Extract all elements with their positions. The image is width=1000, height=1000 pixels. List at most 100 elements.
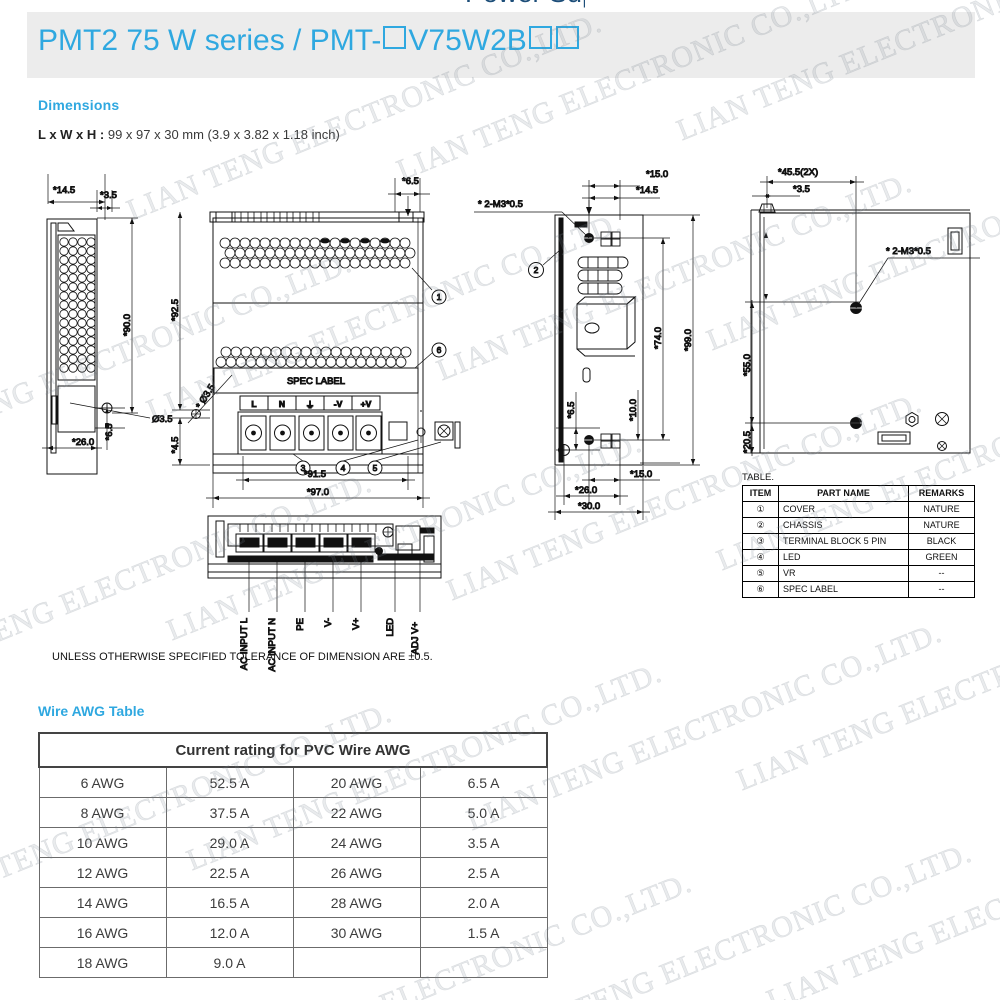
callout-2: 2 bbox=[534, 265, 539, 275]
callout-4: 4 bbox=[341, 463, 346, 473]
label-view4-d55: *55.0 bbox=[742, 354, 753, 376]
label-view2-dia3-5: * Ø3.5 bbox=[194, 382, 218, 411]
parts-table-header-row: ITEM PART NAME REMARKS bbox=[742, 485, 975, 502]
model-code-box-1 bbox=[383, 26, 407, 49]
label-view4-d3-5: *3.5 bbox=[793, 184, 810, 195]
label-view3-d15-bottom: *15.0 bbox=[630, 469, 652, 480]
pin-label-v-minus: V- bbox=[323, 618, 334, 627]
label-view4-d45-5: *45.5(2X) bbox=[778, 167, 818, 178]
awg-current-a: 22.5 A bbox=[165, 857, 294, 888]
drawings-svg: *14.5 *3.5 *90.0 *26.0 *6.5 Ø3.5 bbox=[42, 167, 980, 672]
parts-table-caption: TABLE. bbox=[742, 472, 775, 483]
awg-current-b: 3.5 A bbox=[419, 827, 548, 858]
section-heading-wire-awg: Wire AWG Table bbox=[38, 703, 145, 719]
section-heading-dimensions: Dimensions bbox=[38, 97, 120, 113]
drawing-view-side-profile: 2 bbox=[474, 169, 700, 520]
parts-item: ② bbox=[742, 517, 779, 534]
awg-current-a: 12.0 A bbox=[165, 917, 294, 948]
drawing-view-front: SPEC LABEL L N ⏚ -V +V bbox=[170, 176, 461, 508]
pin-label-pe: PE bbox=[295, 618, 306, 631]
dimension-lwh-line: L x W x H : 99 x 97 x 30 mm (3.9 x 3.82 … bbox=[38, 127, 340, 142]
dimension-lwh-value: 99 x 97 x 30 mm (3.9 x 3.82 x 1.18 inch) bbox=[107, 127, 340, 142]
pin-label-v-plus: V+ bbox=[351, 618, 362, 630]
spec-label-text: SPEC LABEL bbox=[287, 376, 345, 387]
awg-current-b: 2.5 A bbox=[419, 857, 548, 888]
awg-current-a: 29.0 A bbox=[165, 827, 294, 858]
terminal-label-plus-v: +V bbox=[361, 399, 372, 409]
header-band bbox=[27, 12, 975, 78]
parts-table-container: TABLE. ITEM PART NAME REMARKS ① COVER NA… bbox=[742, 472, 975, 598]
table-row: ④ LED GREEN bbox=[742, 549, 975, 566]
awg-gauge-b: 26 AWG bbox=[292, 857, 421, 888]
parts-table: ITEM PART NAME REMARKS ① COVER NATURE ② … bbox=[742, 485, 975, 598]
callout-5: 5 bbox=[373, 463, 378, 473]
watermark-text: LIAN TENG ELECTRONIC CO.,LTD. bbox=[762, 796, 1000, 1000]
awg-current-a: 9.0 A bbox=[165, 947, 294, 978]
label-view4-d20-5: *20.5 bbox=[742, 431, 753, 453]
parts-remarks: -- bbox=[908, 581, 975, 598]
parts-col-part-name: PART NAME bbox=[778, 485, 909, 502]
parts-name: VR bbox=[778, 565, 909, 582]
parts-name: CHASSIS bbox=[778, 517, 909, 534]
terminal-label-pe: ⏚ bbox=[306, 400, 315, 410]
awg-current-b: 1.5 A bbox=[419, 917, 548, 948]
awg-gauge-a: 16 AWG bbox=[38, 917, 167, 948]
callout-1: 1 bbox=[437, 292, 442, 302]
parts-item: ① bbox=[742, 501, 779, 518]
table-row: ⑤ VR -- bbox=[742, 565, 975, 582]
label-view2-d4-5: *4.5 bbox=[170, 437, 181, 454]
parts-remarks: GREEN bbox=[908, 549, 975, 566]
pin-label-adj-v-plus: ADJ V+ bbox=[410, 622, 421, 655]
awg-table-title: Current rating for PVC Wire AWG bbox=[37, 732, 549, 768]
drawing-view-left-side: *14.5 *3.5 *90.0 *26.0 *6.5 Ø3.5 bbox=[42, 174, 173, 475]
awg-current-b: 2.0 A bbox=[419, 887, 548, 918]
awg-gauge-a: 18 AWG bbox=[38, 947, 167, 978]
parts-item: ③ bbox=[742, 533, 779, 550]
dimension-drawings-group: *14.5 *3.5 *90.0 *26.0 *6.5 Ø3.5 bbox=[0, 160, 1000, 680]
table-row: 18 AWG 9.0 A bbox=[38, 947, 548, 978]
label-d90: *90.0 bbox=[122, 314, 133, 336]
dimension-lwh-label: L x W x H : bbox=[38, 127, 105, 142]
terminal-label-minus-v: -V bbox=[334, 399, 343, 409]
clipped-page-heading-text: Power Supply bbox=[465, 0, 585, 9]
awg-current-a: 52.5 A bbox=[165, 766, 294, 798]
parts-col-remarks: REMARKS bbox=[908, 485, 975, 502]
page-title: PMT2 75 W series / PMT-V75W2B bbox=[38, 24, 581, 58]
awg-gauge-a: 6 AWG bbox=[38, 766, 167, 798]
parts-name: COVER bbox=[778, 501, 909, 518]
label-view3-d30: *30.0 bbox=[578, 501, 600, 512]
callout-3: 3 bbox=[301, 463, 306, 473]
parts-name: LED bbox=[778, 549, 909, 566]
awg-gauge-a: 12 AWG bbox=[38, 857, 167, 888]
label-view2-d92-5: *92.5 bbox=[170, 299, 181, 321]
terminal-label-l: L bbox=[251, 399, 256, 409]
awg-current-b: 5.0 A bbox=[419, 797, 548, 828]
label-view2-d97: *97.0 bbox=[307, 487, 329, 498]
label-view3-d15-top: *15.0 bbox=[646, 169, 668, 180]
table-row: ① COVER NATURE bbox=[742, 501, 975, 518]
drawing-view-rear: *45.5(2X) *3.5 * 2-M3*0.5 *55.0 *20.5 bbox=[742, 167, 980, 456]
parts-remarks: BLACK bbox=[908, 533, 975, 550]
awg-gauge-b: 30 AWG bbox=[292, 917, 421, 948]
parts-remarks: -- bbox=[908, 565, 975, 582]
label-dia3-5: Ø3.5 bbox=[152, 414, 173, 425]
label-view3-d74: *74.0 bbox=[653, 327, 664, 349]
label-view3-screw-note: * 2-M3*0.5 bbox=[478, 199, 523, 210]
label-view2-d91-5: *91.5 bbox=[304, 469, 326, 480]
table-row: 14 AWG 16.5 A 28 AWG 2.0 A bbox=[38, 887, 548, 918]
awg-table: Current rating for PVC Wire AWG 6 AWG 52… bbox=[37, 732, 549, 978]
label-d3-5: *3.5 bbox=[100, 190, 117, 201]
awg-current-b bbox=[419, 947, 548, 978]
table-row: ③ TERMINAL BLOCK 5 PIN BLACK bbox=[742, 533, 975, 550]
label-view4-screw-note: * 2-M3*0.5 bbox=[886, 246, 931, 257]
table-row: 10 AWG 29.0 A 24 AWG 3.5 A bbox=[38, 827, 548, 858]
page-title-prefix: PMT2 75 W series / PMT- bbox=[38, 24, 382, 57]
parts-item: ④ bbox=[742, 549, 779, 566]
pin-label-ac-input-l: AC INPUT L bbox=[239, 618, 250, 670]
label-view3-d6-5: *6.5 bbox=[566, 402, 577, 419]
drawing-view-bottom-pins: AC INPUT L AC INPUT N PE V- V+ LED ADJ V… bbox=[207, 515, 442, 672]
tolerance-note: UNLESS OTHERWISE SPECIFIED TOLERANCE OF … bbox=[52, 651, 433, 663]
parts-remarks: NATURE bbox=[908, 517, 975, 534]
label-view3-d10: *10.0 bbox=[628, 399, 639, 421]
parts-item: ⑥ bbox=[742, 581, 779, 598]
